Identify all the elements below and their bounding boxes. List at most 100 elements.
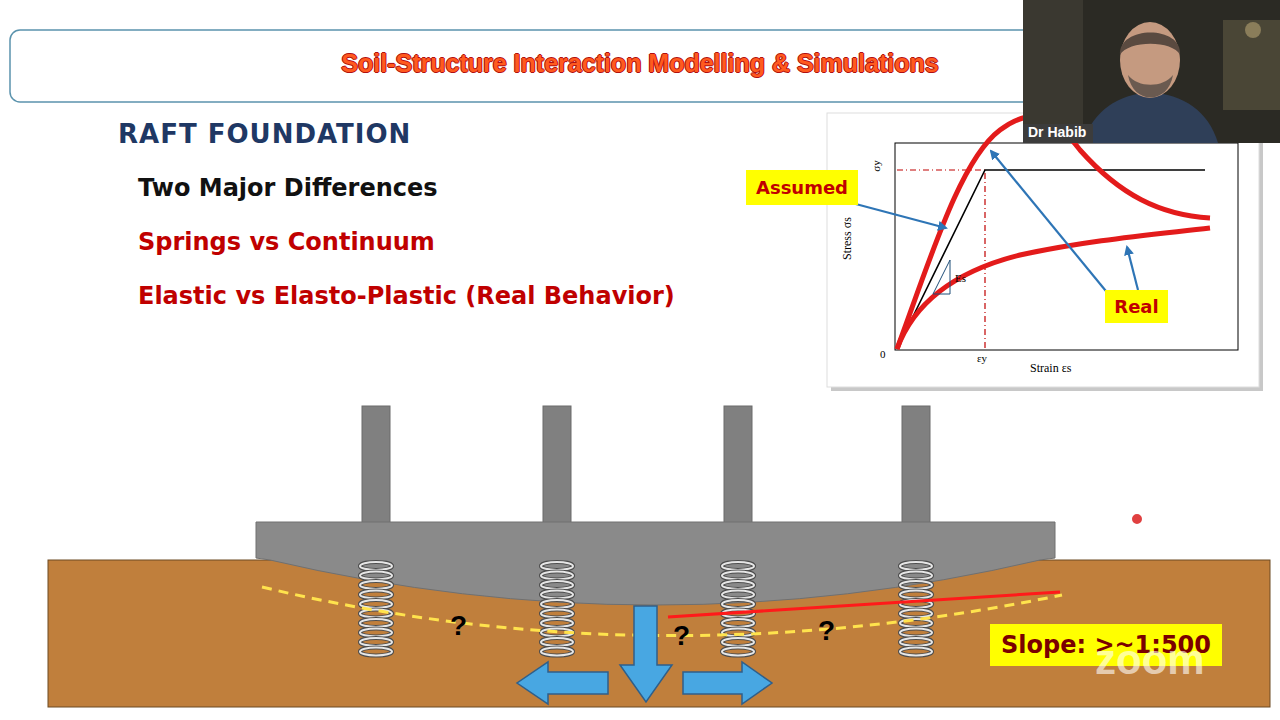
- spring-coil: [360, 581, 392, 589]
- callout-box: Assumed: [746, 170, 858, 205]
- spring-coil: [900, 562, 932, 570]
- spring-coil: [722, 600, 754, 608]
- spring-coil: [541, 648, 573, 656]
- column: [362, 406, 390, 524]
- spring-coil: [541, 610, 573, 618]
- spring-coil: [722, 638, 754, 646]
- spring-coil: [900, 591, 932, 599]
- spring-coil: [900, 638, 932, 646]
- presenter-name: Dr Habib: [1024, 124, 1090, 141]
- point-text: Springs vs Continuum: [138, 229, 435, 255]
- pointer-dot: [1131, 513, 1143, 525]
- spring-coil: [900, 581, 932, 589]
- spring-coil: [722, 619, 754, 627]
- real-curve-hardening: [897, 228, 1210, 349]
- spring-coil: [360, 572, 392, 580]
- spring-coil: [722, 562, 754, 570]
- question-mark: ?: [818, 616, 835, 647]
- chart-frame: [895, 143, 1238, 350]
- spring-coil: [360, 638, 392, 646]
- video-overlay: [1023, 0, 1280, 143]
- question-mark: ?: [673, 621, 690, 652]
- spring-coil: [541, 562, 573, 570]
- spring-coil: [360, 600, 392, 608]
- spring-coil: [900, 610, 932, 618]
- point-text: Elastic vs Elasto-Plastic (Real Behavior…: [138, 283, 675, 309]
- spring-coil: [900, 648, 932, 656]
- spring-coil: [900, 629, 932, 637]
- spring-coil: [360, 619, 392, 627]
- spring-coil: [360, 562, 392, 570]
- spring-coil: [900, 572, 932, 580]
- raft-slab: [256, 522, 1055, 605]
- spring-coil: [360, 638, 392, 646]
- spring-coil: [541, 638, 573, 646]
- spring-coil: [722, 600, 754, 608]
- section-heading: RAFT FOUNDATION: [118, 120, 411, 149]
- spring-coil: [722, 619, 754, 627]
- spring-coil: [900, 591, 932, 599]
- spring-coil: [360, 629, 392, 637]
- watermark: zoom: [1095, 637, 1205, 683]
- spring-coil: [541, 591, 573, 599]
- spring-coil: [900, 581, 932, 589]
- spring-coil: [360, 572, 392, 580]
- spring-coil: [722, 581, 754, 589]
- spring-coil: [722, 562, 754, 570]
- slope-triangle: [933, 260, 950, 294]
- spring-coil: [900, 629, 932, 637]
- spring-coil: [900, 638, 932, 646]
- spring-coil: [360, 591, 392, 599]
- spring-coil: [360, 648, 392, 656]
- spring-coil: [900, 572, 932, 580]
- spring-coil: [722, 648, 754, 656]
- spring-coil: [722, 638, 754, 646]
- real-curve-peak: [897, 116, 1210, 349]
- pointer-arrow: [991, 151, 1110, 296]
- pointer-arrow: [1127, 247, 1138, 290]
- pointer-arrow: [852, 203, 946, 228]
- spring-coil: [360, 581, 392, 589]
- spring-coil: [541, 610, 573, 618]
- column: [902, 406, 930, 524]
- spring-coil: [722, 591, 754, 599]
- spring-coil: [360, 562, 392, 570]
- box-text: Assumed: [756, 177, 848, 198]
- column: [543, 406, 571, 524]
- spring-coil: [360, 619, 392, 627]
- axis-origin: 0: [880, 348, 886, 360]
- axis-title: Stress σs: [841, 217, 854, 260]
- spring-coil: [541, 619, 573, 627]
- slope-line: [668, 592, 1060, 617]
- spring-coil: [722, 591, 754, 599]
- subheading: Two Major Differences: [138, 175, 438, 201]
- settlement-profile: [262, 587, 1062, 636]
- question-mark: ?: [450, 611, 467, 642]
- spring-coil: [722, 648, 754, 656]
- column: [724, 406, 752, 524]
- spring-coil: [541, 619, 573, 627]
- spring-coil: [541, 572, 573, 580]
- assumed-curve: [897, 170, 1205, 349]
- spring-coil: [541, 591, 573, 599]
- callout-box: Real: [1105, 290, 1168, 323]
- down-arrow: [620, 606, 672, 702]
- spring-coil: [360, 629, 392, 637]
- spring-coil: [722, 581, 754, 589]
- spring-coil: [360, 600, 392, 608]
- chart-panel: [827, 113, 1259, 387]
- spring-coil: [541, 562, 573, 570]
- spring-coil: [541, 581, 573, 589]
- right-arrow: [683, 662, 772, 704]
- axis-title: Strain εs: [1030, 362, 1071, 375]
- spring-coil: [541, 572, 573, 580]
- spring-coil: [900, 562, 932, 570]
- spring-coil: [900, 610, 932, 618]
- box-text: Real: [1114, 296, 1158, 317]
- spring-coil: [900, 648, 932, 656]
- spring-coil: [722, 572, 754, 580]
- spring-coil: [360, 591, 392, 599]
- spring-coil: [541, 581, 573, 589]
- left-arrow: [517, 662, 608, 704]
- spring-coil: [541, 638, 573, 646]
